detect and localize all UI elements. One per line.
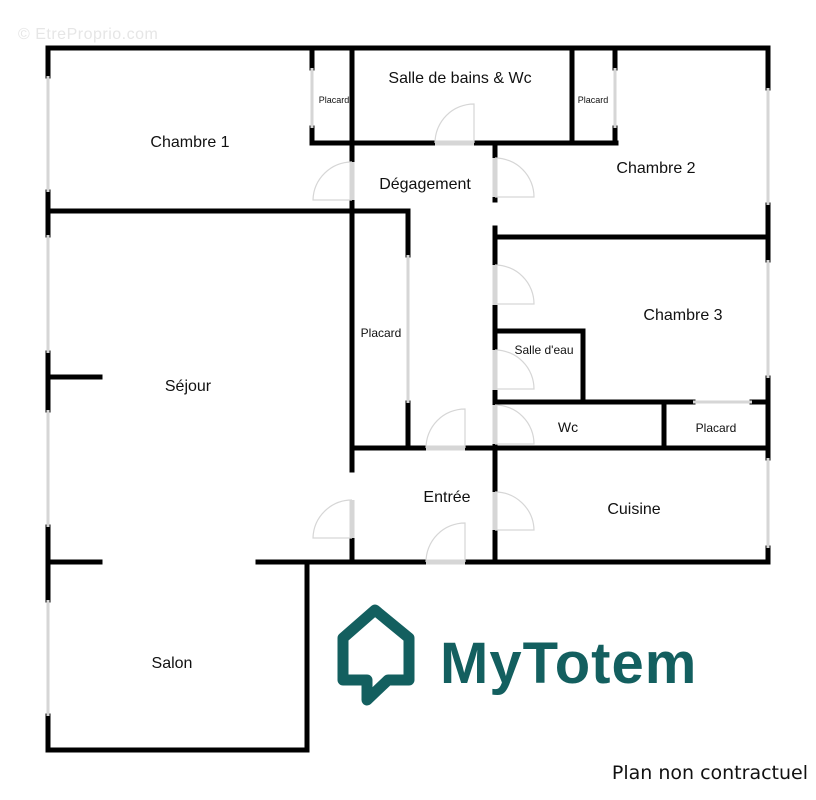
doors xyxy=(312,103,535,565)
windows xyxy=(46,68,770,716)
disclaimer: Plan non contractuel xyxy=(611,762,808,784)
walls xyxy=(45,45,771,753)
room-label-entree: Entrée xyxy=(423,489,470,506)
room-label-salle-de-bains: Salle de bains & Wc xyxy=(388,70,531,87)
room-label-salon: Salon xyxy=(152,655,193,672)
room-label-salle-deau: Salle d'eau xyxy=(514,343,573,357)
room-label-chambre-1: Chambre 1 xyxy=(150,134,229,151)
room-label-cuisine: Cuisine xyxy=(607,501,660,518)
room-label-degagement: Dégagement xyxy=(379,176,471,193)
brand-logo-text: MyTotem xyxy=(440,631,698,696)
room-label-chambre-2: Chambre 2 xyxy=(616,160,695,177)
room-label-sejour: Séjour xyxy=(165,378,212,395)
room-label-placard: Placard xyxy=(319,95,350,105)
room-label-placard: Placard xyxy=(361,326,402,340)
watermark: © EtreProprio.com xyxy=(18,26,159,43)
room-label-placard: Placard xyxy=(696,421,737,435)
room-label-wc: Wc xyxy=(558,419,578,435)
room-labels: Chambre 1 Placard Salle de bains & Wc Pl… xyxy=(150,70,736,672)
room-label-placard: Placard xyxy=(578,95,609,105)
house-speech-bubble-icon xyxy=(337,604,415,706)
room-label-chambre-3: Chambre 3 xyxy=(643,307,722,324)
